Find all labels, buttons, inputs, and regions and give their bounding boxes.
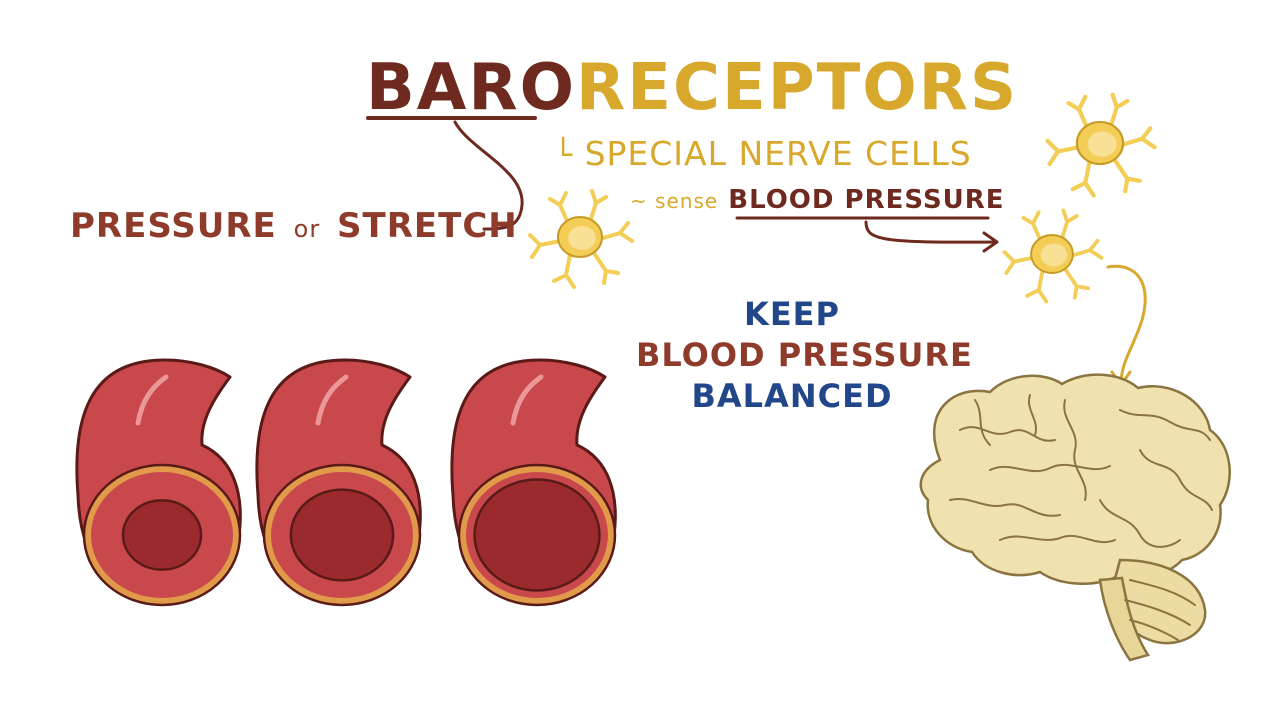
- blood-vessel-icon: [450, 358, 617, 607]
- nerve-cell-icon: [528, 189, 634, 289]
- meaning-stretch: STRETCH: [337, 206, 518, 246]
- title: BARORECEPTORS: [366, 48, 1018, 128]
- hook-icon: └: [554, 138, 574, 173]
- goal-line-1: KEEP: [744, 295, 840, 333]
- blood-vessel-icon: [75, 358, 242, 607]
- goal-line-2: BLOOD PRESSURE: [636, 336, 973, 374]
- connector-curve: [453, 120, 524, 231]
- arrow-icon: [864, 220, 999, 253]
- nerve-cell-icon: [1045, 92, 1157, 198]
- gold-arrow-icon: [1106, 264, 1147, 387]
- title-part-receptors: RECEPTORS: [576, 51, 1019, 125]
- definition-text: SPECIAL NERVE CELLS: [584, 134, 972, 173]
- nerve-cell-icon: [1002, 208, 1104, 304]
- goal-text: KEEP BLOOD PRESSURE BALANCED: [636, 294, 973, 417]
- blood-vessel-icon: [255, 358, 422, 607]
- goal-line-3: BALANCED: [691, 377, 893, 415]
- meaning-or: or: [293, 215, 321, 243]
- brain-icon: [919, 373, 1231, 662]
- meaning-pressure: PRESSURE: [70, 206, 277, 246]
- definition-line: └ SPECIAL NERVE CELLS: [554, 134, 972, 176]
- title-part-baro: BARO: [366, 51, 576, 125]
- meaning-label: PRESSURE or STRETCH: [70, 206, 518, 249]
- sense-line: ~ sense BLOOD PRESSURE: [630, 182, 1005, 221]
- sense-prefix: ~ sense: [630, 189, 719, 213]
- sense-target: BLOOD PRESSURE: [728, 185, 1005, 215]
